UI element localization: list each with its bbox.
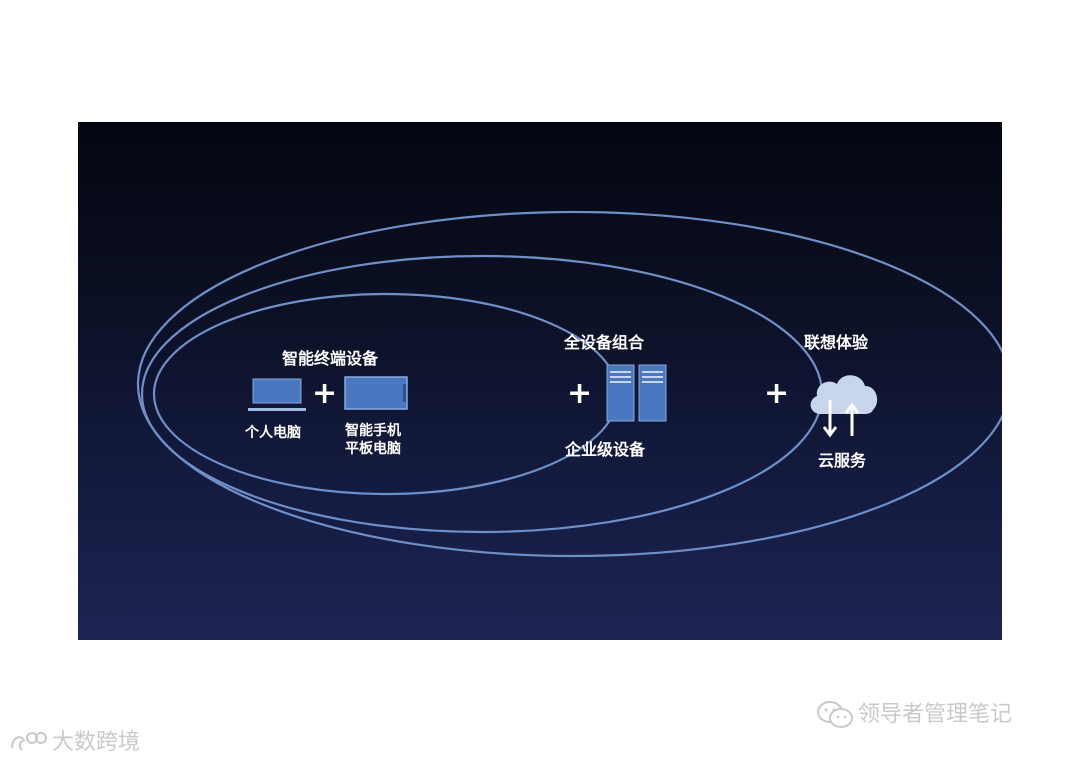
plus-inner: + [312, 376, 338, 411]
middle-title: 全设备组合 [564, 333, 645, 352]
outer-ring [137, 210, 1002, 558]
inner-title: 智能终端设备 [282, 349, 379, 368]
nested-ellipses [137, 210, 1002, 558]
plus-middle: + [567, 376, 593, 411]
middle-label: 企业级设备 [565, 440, 646, 459]
plus-outer: + [764, 376, 790, 411]
pc-label: 个人电脑 [245, 425, 301, 441]
wechat-icon [817, 701, 853, 728]
diagram-slide: 智能终端设备 + 个人电脑 智能手机 平板电脑 全设备组合 + 企业级设备 联想… [78, 122, 1002, 640]
middle-ring [140, 254, 824, 534]
server-icon [606, 364, 667, 422]
phone-label: 智能手机 [345, 423, 401, 439]
outer-title: 联想体验 [804, 333, 869, 352]
outer-label: 云服务 [818, 451, 867, 470]
watermark-left: 大数跨境 [52, 730, 141, 755]
cloud-icon [810, 375, 878, 438]
tablet-icon [344, 376, 408, 410]
tablet-label: 平板电脑 [345, 441, 401, 457]
laptop-icon [248, 378, 306, 411]
watermark-right: 领导者管理笔记 [858, 702, 1013, 727]
logo-icon [11, 732, 47, 751]
